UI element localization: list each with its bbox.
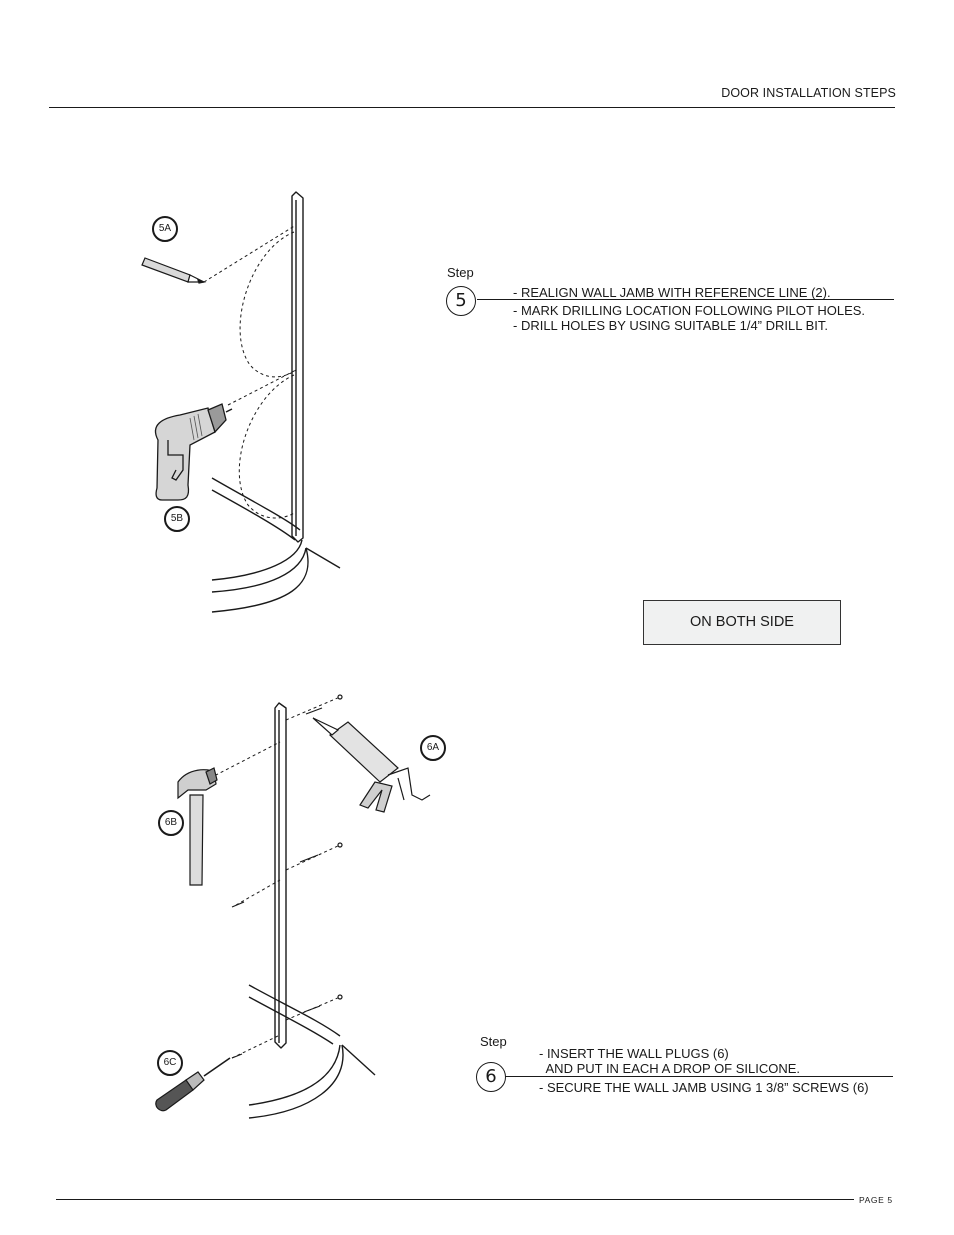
caulk-gun-icon xyxy=(312,717,431,813)
step5-line-3: - DRILL HOLES BY USING SUITABLE 1/4” DRI… xyxy=(513,318,828,333)
step6-line-2: AND PUT IN EACH A DROP OF SILICONE. xyxy=(539,1061,801,1076)
drill-icon xyxy=(154,403,233,501)
hammer-icon xyxy=(177,767,218,886)
callout-5a: 5A xyxy=(152,216,178,242)
step6-number: 6 xyxy=(476,1062,506,1092)
page-number: PAGE 5 xyxy=(859,1195,893,1205)
step6-line-3: - SECURE THE WALL JAMB USING 1 3/8” SCRE… xyxy=(539,1080,869,1095)
wall-jamb xyxy=(274,702,287,1049)
step6-label: Step xyxy=(480,1034,507,1049)
step6-rule xyxy=(505,1076,893,1077)
shower-base-curve xyxy=(211,477,301,531)
footer-divider xyxy=(56,1199,854,1200)
callout-5b: 5B xyxy=(164,506,190,532)
callout-6c: 6C xyxy=(157,1050,183,1076)
wall-jamb xyxy=(291,191,304,543)
shower-base-curve xyxy=(248,984,341,1037)
pencil-icon xyxy=(141,257,207,284)
screw-icon xyxy=(231,694,343,1059)
step5-rule xyxy=(477,299,894,300)
note-box: ON BOTH SIDE xyxy=(643,600,841,645)
step6-line-1: - INSERT THE WALL PLUGS (6) xyxy=(539,1046,729,1061)
header-divider xyxy=(49,107,895,108)
callout-6b: 6B xyxy=(158,810,184,836)
page-header-title: DOOR INSTALLATION STEPS xyxy=(721,86,896,100)
step5-line-1: - REALIGN WALL JAMB WITH REFERENCE LINE … xyxy=(513,285,831,300)
callout-6a: 6A xyxy=(420,735,446,761)
step5-line-2: - MARK DRILLING LOCATION FOLLOWING PILOT… xyxy=(513,303,866,318)
step5-number: 5 xyxy=(446,286,476,316)
step5-label: Step xyxy=(447,265,474,280)
screwdriver-icon xyxy=(155,1057,231,1112)
